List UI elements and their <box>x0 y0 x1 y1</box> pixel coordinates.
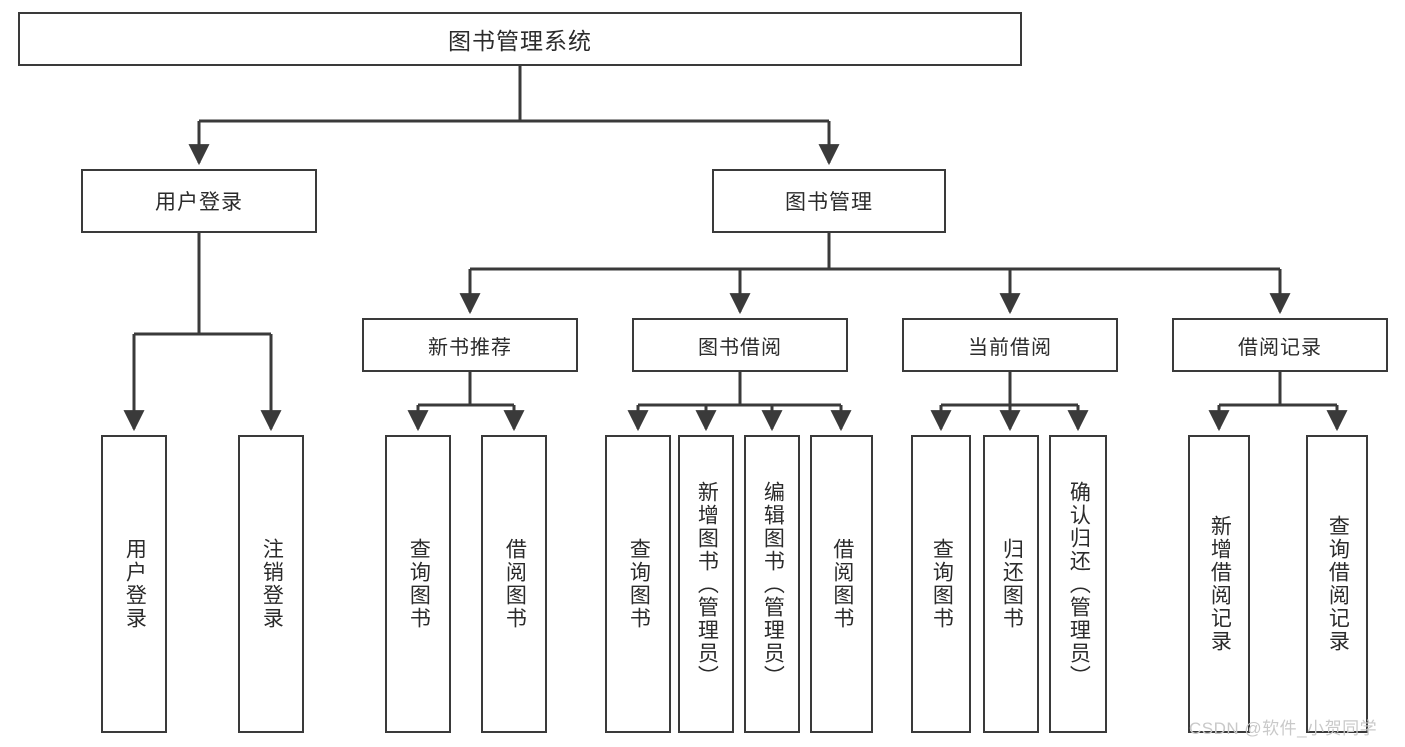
leaf-node-label: 新增图书（管理员） <box>695 480 719 688</box>
leaf-node-label: 查询借阅记录 <box>1326 515 1350 653</box>
leaf-node[interactable]: 借阅图书 <box>810 435 873 733</box>
leaf-node[interactable]: 用户登录 <box>101 435 167 733</box>
leaf-node-label: 确认归还（管理员） <box>1067 480 1091 688</box>
node-book-borrow-label: 图书借阅 <box>698 336 782 359</box>
node-root-label: 图书管理系统 <box>448 28 592 54</box>
csdn-watermark: CSDN @软件_小贺同学 <box>1189 719 1378 738</box>
leaf-node-label: 借阅图书 <box>830 538 854 630</box>
node-current-borrow-label: 当前借阅 <box>968 336 1052 359</box>
leaf-node-label: 借阅图书 <box>503 538 527 630</box>
leaf-node[interactable]: 新增图书（管理员） <box>678 435 734 733</box>
leaf-node[interactable]: 查询图书 <box>911 435 971 733</box>
node-borrow-records-label: 借阅记录 <box>1238 336 1322 359</box>
leaf-node[interactable]: 归还图书 <box>983 435 1039 733</box>
leaf-node[interactable]: 查询借阅记录 <box>1306 435 1368 733</box>
leaf-node-label: 注销登录 <box>260 538 284 630</box>
leaf-node-label: 查询图书 <box>930 538 954 630</box>
node-book-borrow[interactable]: 图书借阅 <box>632 318 848 372</box>
leaf-node[interactable]: 新增借阅记录 <box>1188 435 1250 733</box>
leaf-node-label: 新增借阅记录 <box>1208 515 1232 653</box>
leaf-node[interactable]: 编辑图书（管理员） <box>744 435 800 733</box>
leaf-node-label: 归还图书 <box>1000 538 1024 630</box>
node-book-management-label: 图书管理 <box>785 191 873 214</box>
leaf-node-label: 用户登录 <box>123 538 147 630</box>
node-new-book-recommend-label: 新书推荐 <box>428 336 512 359</box>
leaf-node-label: 查询图书 <box>407 538 431 630</box>
leaf-node[interactable]: 借阅图书 <box>481 435 547 733</box>
leaf-node[interactable]: 注销登录 <box>238 435 304 733</box>
leaf-node-label: 编辑图书（管理员） <box>761 480 785 688</box>
leaf-node[interactable]: 查询图书 <box>605 435 671 733</box>
node-root[interactable]: 图书管理系统 <box>18 12 1022 66</box>
node-user-login[interactable]: 用户登录 <box>81 169 317 233</box>
node-user-login-label: 用户登录 <box>155 191 243 214</box>
leaf-node[interactable]: 查询图书 <box>385 435 451 733</box>
node-book-management[interactable]: 图书管理 <box>712 169 946 233</box>
node-borrow-records[interactable]: 借阅记录 <box>1172 318 1388 372</box>
node-new-book-recommend[interactable]: 新书推荐 <box>362 318 578 372</box>
leaf-node-label: 查询图书 <box>627 538 651 630</box>
node-current-borrow[interactable]: 当前借阅 <box>902 318 1118 372</box>
leaf-node[interactable]: 确认归还（管理员） <box>1049 435 1107 733</box>
